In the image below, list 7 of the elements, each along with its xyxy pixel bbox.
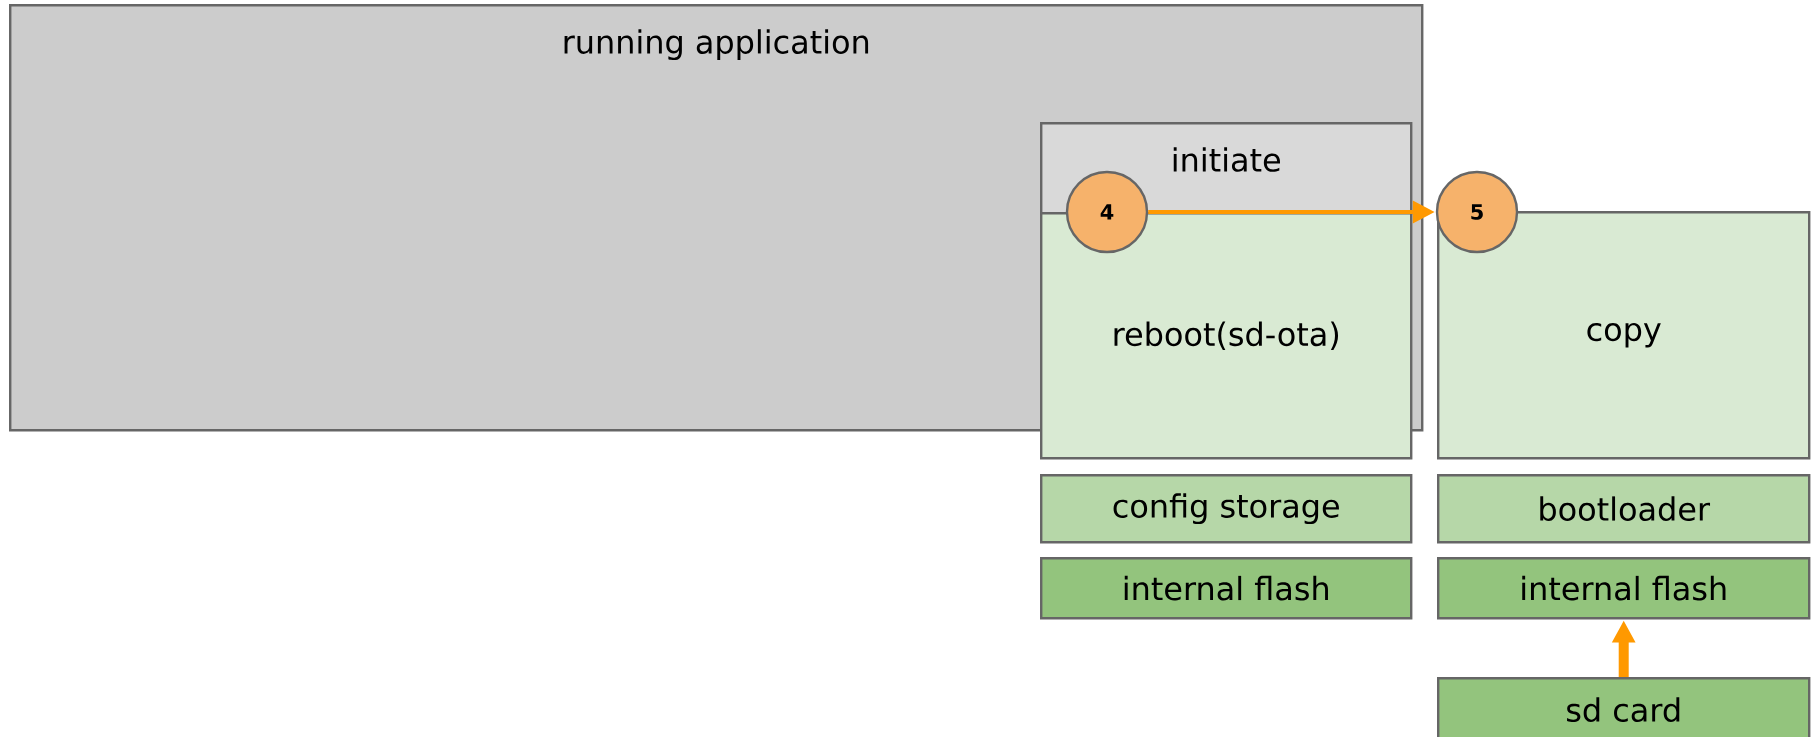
storage-box: sd card <box>1437 677 1811 737</box>
storage-box: internal flash <box>1040 557 1413 620</box>
step-number: 4 <box>1065 170 1149 254</box>
storage-box: internal flash <box>1437 557 1811 620</box>
storage-box: config storage <box>1040 474 1413 544</box>
storage-box: bootloader <box>1437 474 1811 544</box>
step-number: 5 <box>1435 170 1519 254</box>
